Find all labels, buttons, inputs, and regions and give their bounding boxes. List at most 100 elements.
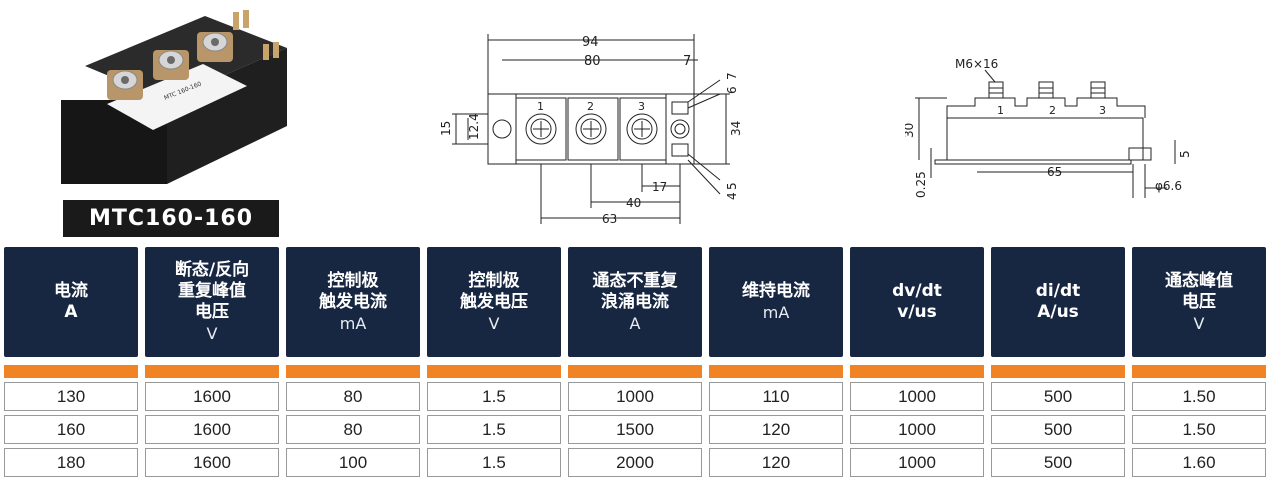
dim-overall-width: 94 <box>582 35 599 50</box>
table-cell: 500 <box>991 415 1125 444</box>
dim-step-height: 5 <box>1178 150 1192 158</box>
dim-left-inner: 12.4 <box>467 113 481 140</box>
column-header-line: 触发电压 <box>460 291 528 312</box>
table-cell: 1.5 <box>427 448 561 477</box>
column-header-line: 电压 <box>195 302 229 322</box>
table-cell: 1500 <box>568 415 702 444</box>
table-cell: 1000 <box>850 415 984 444</box>
dim-right-bottom-a: 5 <box>725 182 739 190</box>
column-header-line: 重复峰值 <box>178 281 246 301</box>
column-header-line: 浪涌电流 <box>601 291 669 312</box>
dim-body-height: 34 <box>729 121 743 136</box>
side-terminal-1: 1 <box>997 104 1004 117</box>
accent-bar <box>286 365 420 378</box>
table-cell: 110 <box>709 382 843 411</box>
side-terminal-3: 3 <box>1099 104 1106 117</box>
table-cell: 1600 <box>145 382 279 411</box>
column-header-line: 电压 <box>1182 291 1216 312</box>
top-terminal-1: 1 <box>537 100 544 113</box>
accent-bar <box>4 365 138 378</box>
table-cell: 1.5 <box>427 382 561 411</box>
dim-hole-diameter: φ6.6 <box>1155 179 1182 193</box>
column-header-unit: mA <box>762 303 790 322</box>
table-cell: 1000 <box>850 448 984 477</box>
table-cell: 1.5 <box>427 415 561 444</box>
dim-height: 30 <box>905 123 916 138</box>
column-header-line: 电流 <box>54 281 88 301</box>
dim-left-outer: 15 <box>439 121 453 136</box>
column-header-unit: V <box>206 324 218 343</box>
dim-right-small-b: 6 <box>725 86 739 94</box>
model-label: MTC160-160 <box>63 200 279 237</box>
table-cell: 120 <box>709 415 843 444</box>
table-cell: 500 <box>991 448 1125 477</box>
column-header-line: 控制极 <box>468 270 520 291</box>
column-header-line: v/us <box>897 302 937 322</box>
column-header-line: 通态峰值 <box>1165 270 1233 291</box>
column-header-line: A <box>64 302 78 322</box>
accent-bar <box>427 365 561 378</box>
dim-screw: M6×16 <box>955 57 998 71</box>
column-header-unit: V <box>1193 313 1205 333</box>
dim-edge-offset: 7 <box>683 54 691 69</box>
table-cell: 1000 <box>850 382 984 411</box>
accent-bar <box>850 365 984 378</box>
table-cell: 80 <box>286 415 420 444</box>
side-terminal-2: 2 <box>1049 104 1056 117</box>
accent-bar <box>568 365 702 378</box>
dim-side-span: 65 <box>1047 165 1062 179</box>
dim-terminal-span: 63 <box>602 212 617 226</box>
terminal-1-icon <box>107 70 143 100</box>
table-cell: 2000 <box>568 448 702 477</box>
accent-bar <box>991 365 1125 378</box>
column-header-line: di/dt <box>1035 281 1081 301</box>
accent-bar <box>145 365 279 378</box>
table-accent-row <box>4 365 1284 378</box>
table-cell: 1600 <box>145 448 279 477</box>
table-cell: 500 <box>991 382 1125 411</box>
dim-terminal-spacing-small: 17 <box>652 180 667 194</box>
column-header-line: A/us <box>1037 302 1079 322</box>
table-cell: 1.60 <box>1132 448 1266 477</box>
dim-mount-spacing: 80 <box>584 54 601 69</box>
product-photo: MTC 160-160 <box>55 8 295 198</box>
table-cell: 180 <box>4 448 138 477</box>
table-cell: 80 <box>286 382 420 411</box>
table-cell: 1.50 <box>1132 415 1266 444</box>
dim-right-bottom-b: 4 <box>725 192 739 200</box>
terminal-3-icon <box>197 32 233 62</box>
column-header-unit: A <box>629 313 641 333</box>
column-header-line: 触发电流 <box>319 291 387 312</box>
table-cell: 1000 <box>568 382 702 411</box>
column-header-line: 维持电流 <box>742 281 810 301</box>
table-cell: 100 <box>286 448 420 477</box>
accent-bar <box>709 365 843 378</box>
column-header-line: 控制极 <box>327 270 379 291</box>
column-header-line: 通态不重复 <box>592 270 678 291</box>
accent-bar <box>1132 365 1266 378</box>
dim-base-thickness: 0.25 <box>914 171 928 198</box>
top-view-drawing: 94 80 7 1 2 3 15 12.4 34 7 6 5 4 <box>430 28 760 228</box>
top-terminal-2: 2 <box>587 100 594 113</box>
top-terminal-3: 3 <box>638 100 645 113</box>
dim-right-small-a: 7 <box>725 72 739 80</box>
table-cell: 1.50 <box>1132 382 1266 411</box>
table-cell: 160 <box>4 415 138 444</box>
table-cell: 120 <box>709 448 843 477</box>
column-header-unit: mA <box>339 313 367 333</box>
dim-terminal-spacing: 40 <box>626 196 641 210</box>
column-header: 维持电流 mA <box>709 247 843 357</box>
table-cell: 1600 <box>145 415 279 444</box>
column-header-line: dv/dt <box>892 281 942 301</box>
